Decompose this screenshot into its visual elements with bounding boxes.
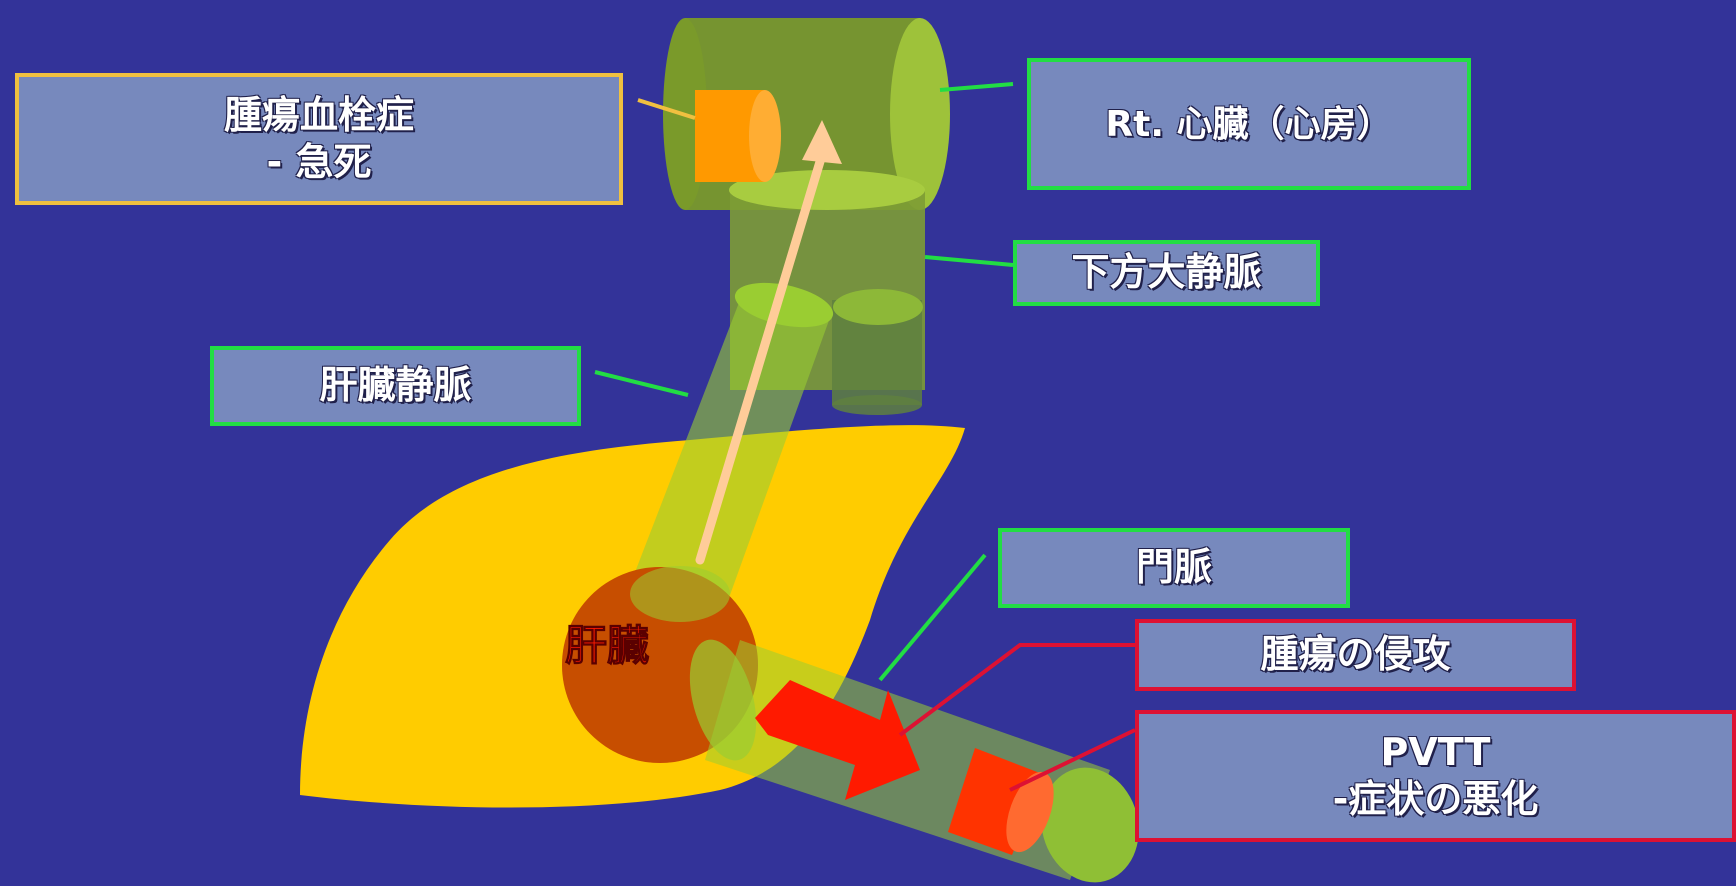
connector-pvtt	[1009, 728, 1136, 792]
invasion-arrow	[755, 680, 920, 800]
connector-ivc	[924, 255, 1014, 267]
pvtt-thrombus	[948, 748, 1054, 855]
connector-rt-heart	[939, 82, 1014, 92]
hepatic-vein-box: 肝臓静脈	[210, 346, 581, 426]
connector-hepatic-vein	[594, 370, 689, 397]
pvtt-box: PVTT -症状の悪化	[1135, 710, 1736, 842]
connector-tumor-invasion	[898, 643, 1135, 737]
portal-vein-box: 門脈	[998, 528, 1350, 608]
rt-heart-box: Rt. 心臓（心房）	[1027, 58, 1471, 190]
ivc-label: 下方大静脈	[1071, 250, 1262, 295]
portal-vein-label: 門脈	[1135, 545, 1212, 590]
tumor-invasion-box: 腫瘍の侵攻	[1135, 619, 1576, 691]
heart-thrombus	[695, 90, 781, 182]
rt-heart-label: Rt. 心臓（心房）	[1105, 103, 1393, 145]
tumor-embolism-line1: 腫瘍血栓症	[223, 92, 414, 137]
connector-portal-vein	[878, 553, 987, 682]
hepatic-vein-label: 肝臓静脈	[319, 363, 472, 408]
pvtt-line1: PVTT	[1380, 729, 1491, 774]
tumor-invasion-label: 腫瘍の侵攻	[1260, 632, 1451, 677]
pvtt-line2: -症状の悪化	[1332, 777, 1539, 821]
liver-label: 肝臓	[565, 621, 649, 670]
upward-flow-arrow	[695, 120, 842, 565]
connector-tumor-embolism	[637, 98, 696, 120]
tumor-embolism-box: 腫瘍血栓症 - 急死	[15, 73, 623, 205]
hepatic-vein-base	[630, 566, 730, 622]
tumor-embolism-line2: - 急死	[266, 140, 372, 184]
ivc-box: 下方大静脈	[1013, 240, 1320, 306]
